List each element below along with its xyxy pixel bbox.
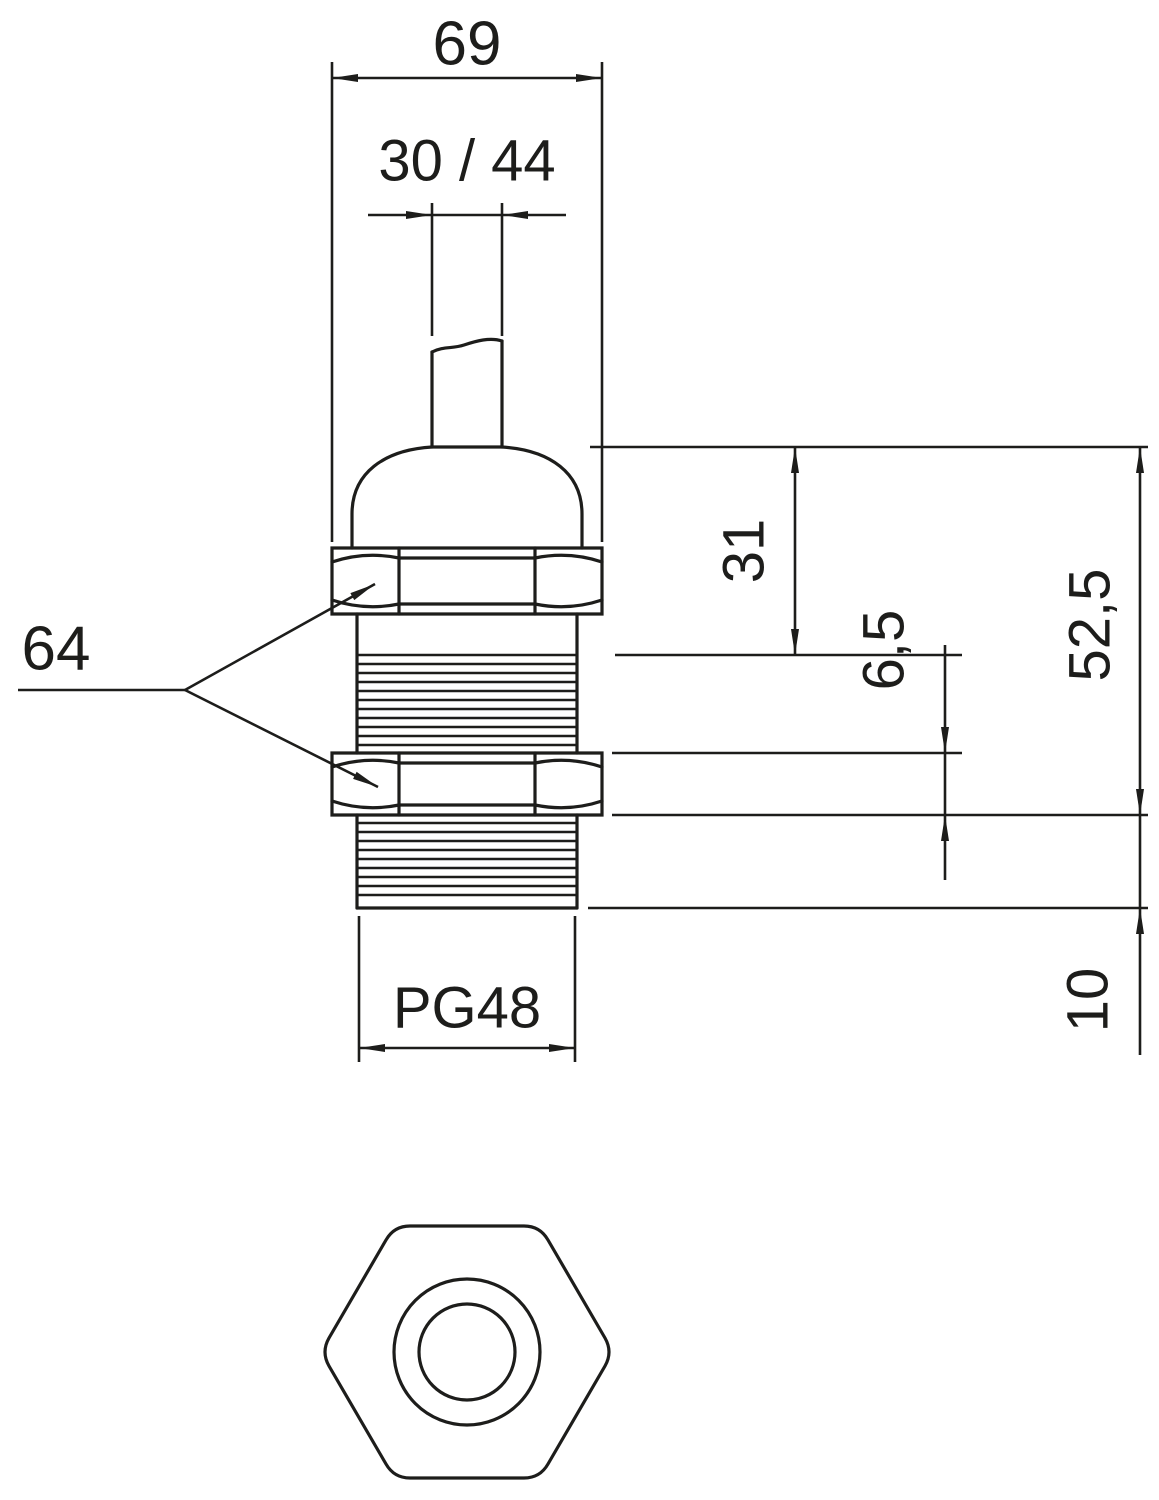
dim-label-wrench-size: 64 — [22, 615, 91, 684]
upper-thread-lines — [357, 653, 577, 747]
dimension-upper-height: 31 — [712, 447, 799, 655]
hex-nut-upper-outline — [330, 546, 604, 616]
callout-wrench-size: 64 — [18, 582, 379, 789]
gland-cap — [350, 445, 584, 550]
reference-lines — [588, 445, 1148, 910]
threaded-stub — [355, 813, 579, 910]
hex-nut-upper-chamfer-curves — [330, 553, 604, 609]
leader-line-lower-nut — [184, 688, 379, 789]
dim-label-clamping-range: 30 / 44 — [378, 129, 555, 194]
leader-line-upper-nut — [184, 582, 376, 692]
thread-boss-circle — [392, 1277, 542, 1427]
dim-label-locknut-height: 6,5 — [852, 610, 917, 691]
dim-label-overall-width: 69 — [433, 10, 502, 79]
hex-nut-upper-chamfer — [397, 556, 537, 606]
dimension-total-height: 52,5 — [1058, 447, 1144, 815]
dim-label-total-height: 52,5 — [1058, 569, 1123, 682]
hex-nut-upper — [330, 546, 604, 616]
hex-nut-lower — [330, 751, 604, 817]
dimension-clamping-range: 30 / 44 — [368, 129, 566, 336]
dimension-overall-width: 69 — [330, 10, 604, 542]
lower-thread-lines — [357, 821, 577, 897]
cable — [430, 337, 504, 449]
side-view — [330, 337, 604, 910]
hex-nut-lower-outline — [330, 751, 604, 817]
dim-label-thread-size: PG48 — [393, 976, 541, 1041]
cable-break-line — [430, 337, 504, 354]
cable-bore-circle — [417, 1302, 517, 1402]
bottom-view — [323, 1224, 611, 1480]
gland-body — [355, 612, 579, 755]
dimension-thread-length: 10 — [1056, 815, 1144, 1055]
hex-nut-lower-chamfer-curves — [330, 758, 604, 810]
dim-label-thread-length: 10 — [1056, 968, 1121, 1033]
dim-label-upper-height: 31 — [712, 519, 777, 584]
hexagon-outline — [323, 1224, 611, 1480]
dimension-thread-size: PG48 — [357, 916, 577, 1062]
hex-nut-lower-chamfer — [397, 761, 537, 807]
dimension-locknut-height: 6,5 — [852, 610, 949, 880]
